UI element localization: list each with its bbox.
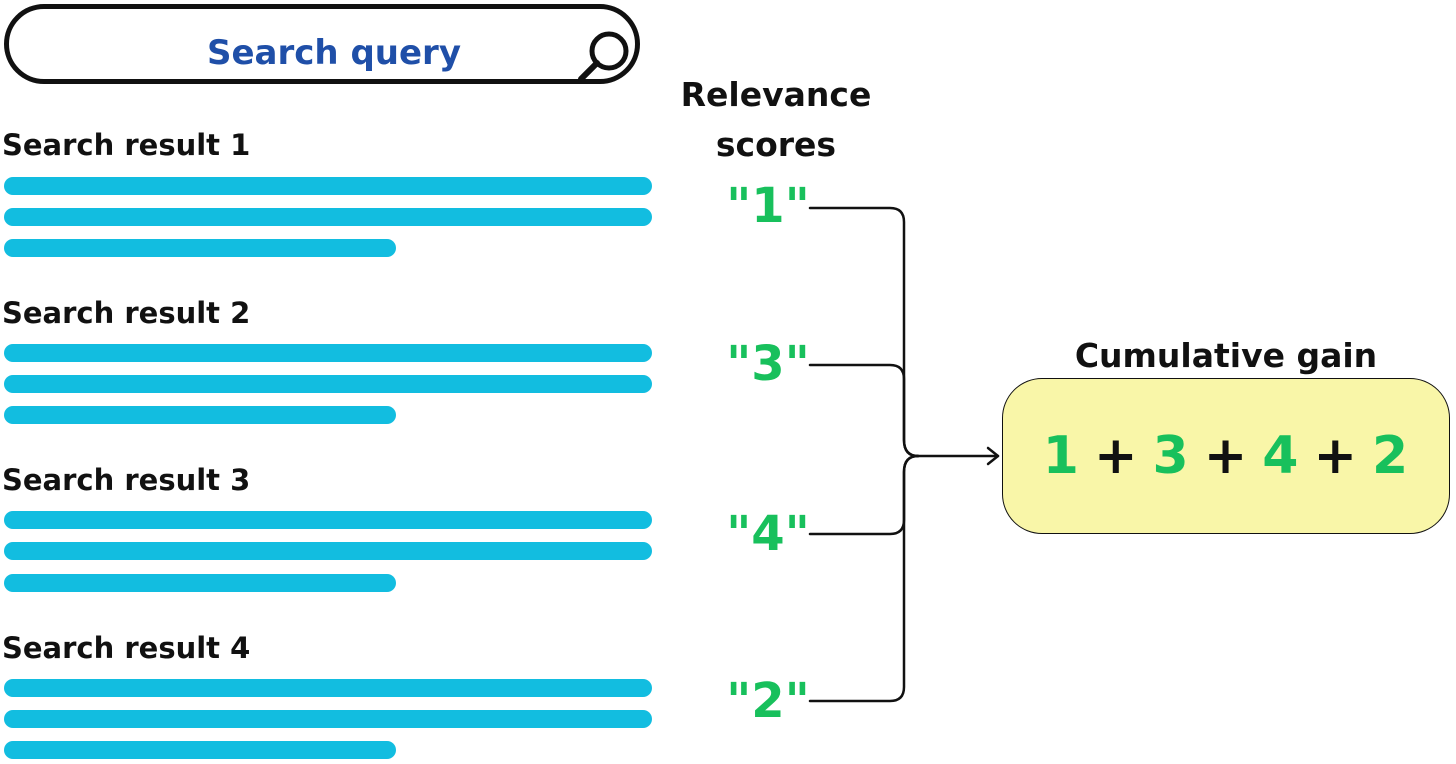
search-result-title: Search result 4 — [2, 631, 251, 665]
connector-line — [808, 454, 920, 536]
relevance-heading-line: scores — [715, 125, 837, 164]
result-text-line — [4, 710, 652, 728]
search-query-text: Search query — [207, 33, 461, 73]
connector-line — [808, 363, 920, 458]
connector-line — [808, 454, 920, 703]
gain-term: 4 — [1262, 426, 1300, 486]
gain-term: 2 — [1372, 426, 1410, 486]
result-text-line — [4, 375, 652, 393]
cumulative-gain-expression: 1+3+4+2 — [1043, 426, 1409, 486]
search-icon[interactable] — [575, 27, 635, 85]
relevance-score: "1" — [726, 178, 810, 234]
result-text-line — [4, 511, 652, 529]
result-text-line — [4, 239, 396, 257]
result-text-line — [4, 741, 396, 759]
connector-line — [808, 206, 920, 458]
cumulative-gain-box: 1+3+4+2 — [1002, 378, 1450, 534]
search-result-title: Search result 3 — [2, 463, 251, 497]
search-bar[interactable]: Search query — [4, 4, 640, 84]
arrow-head — [986, 446, 1000, 466]
result-text-line — [4, 406, 396, 424]
cumulative-gain-title: Cumulative gain — [1074, 336, 1378, 375]
relevance-scores-heading: Relevance scores — [676, 70, 876, 170]
result-text-line — [4, 344, 652, 362]
plus-operator: + — [1203, 426, 1249, 486]
result-text-line — [4, 542, 652, 560]
search-result-title: Search result 2 — [2, 296, 251, 330]
gain-term: 3 — [1152, 426, 1190, 486]
result-text-line — [4, 574, 396, 592]
result-text-line — [4, 679, 652, 697]
relevance-score: "2" — [726, 673, 810, 729]
search-result-title: Search result 1 — [2, 128, 251, 162]
relevance-score: "4" — [726, 506, 810, 562]
relevance-heading-line: Relevance — [680, 75, 872, 114]
gain-term: 1 — [1042, 426, 1080, 486]
plus-operator: + — [1313, 426, 1359, 486]
plus-operator: + — [1093, 426, 1139, 486]
relevance-score: "3" — [726, 336, 810, 392]
result-text-line — [4, 208, 652, 226]
result-text-line — [4, 177, 652, 195]
